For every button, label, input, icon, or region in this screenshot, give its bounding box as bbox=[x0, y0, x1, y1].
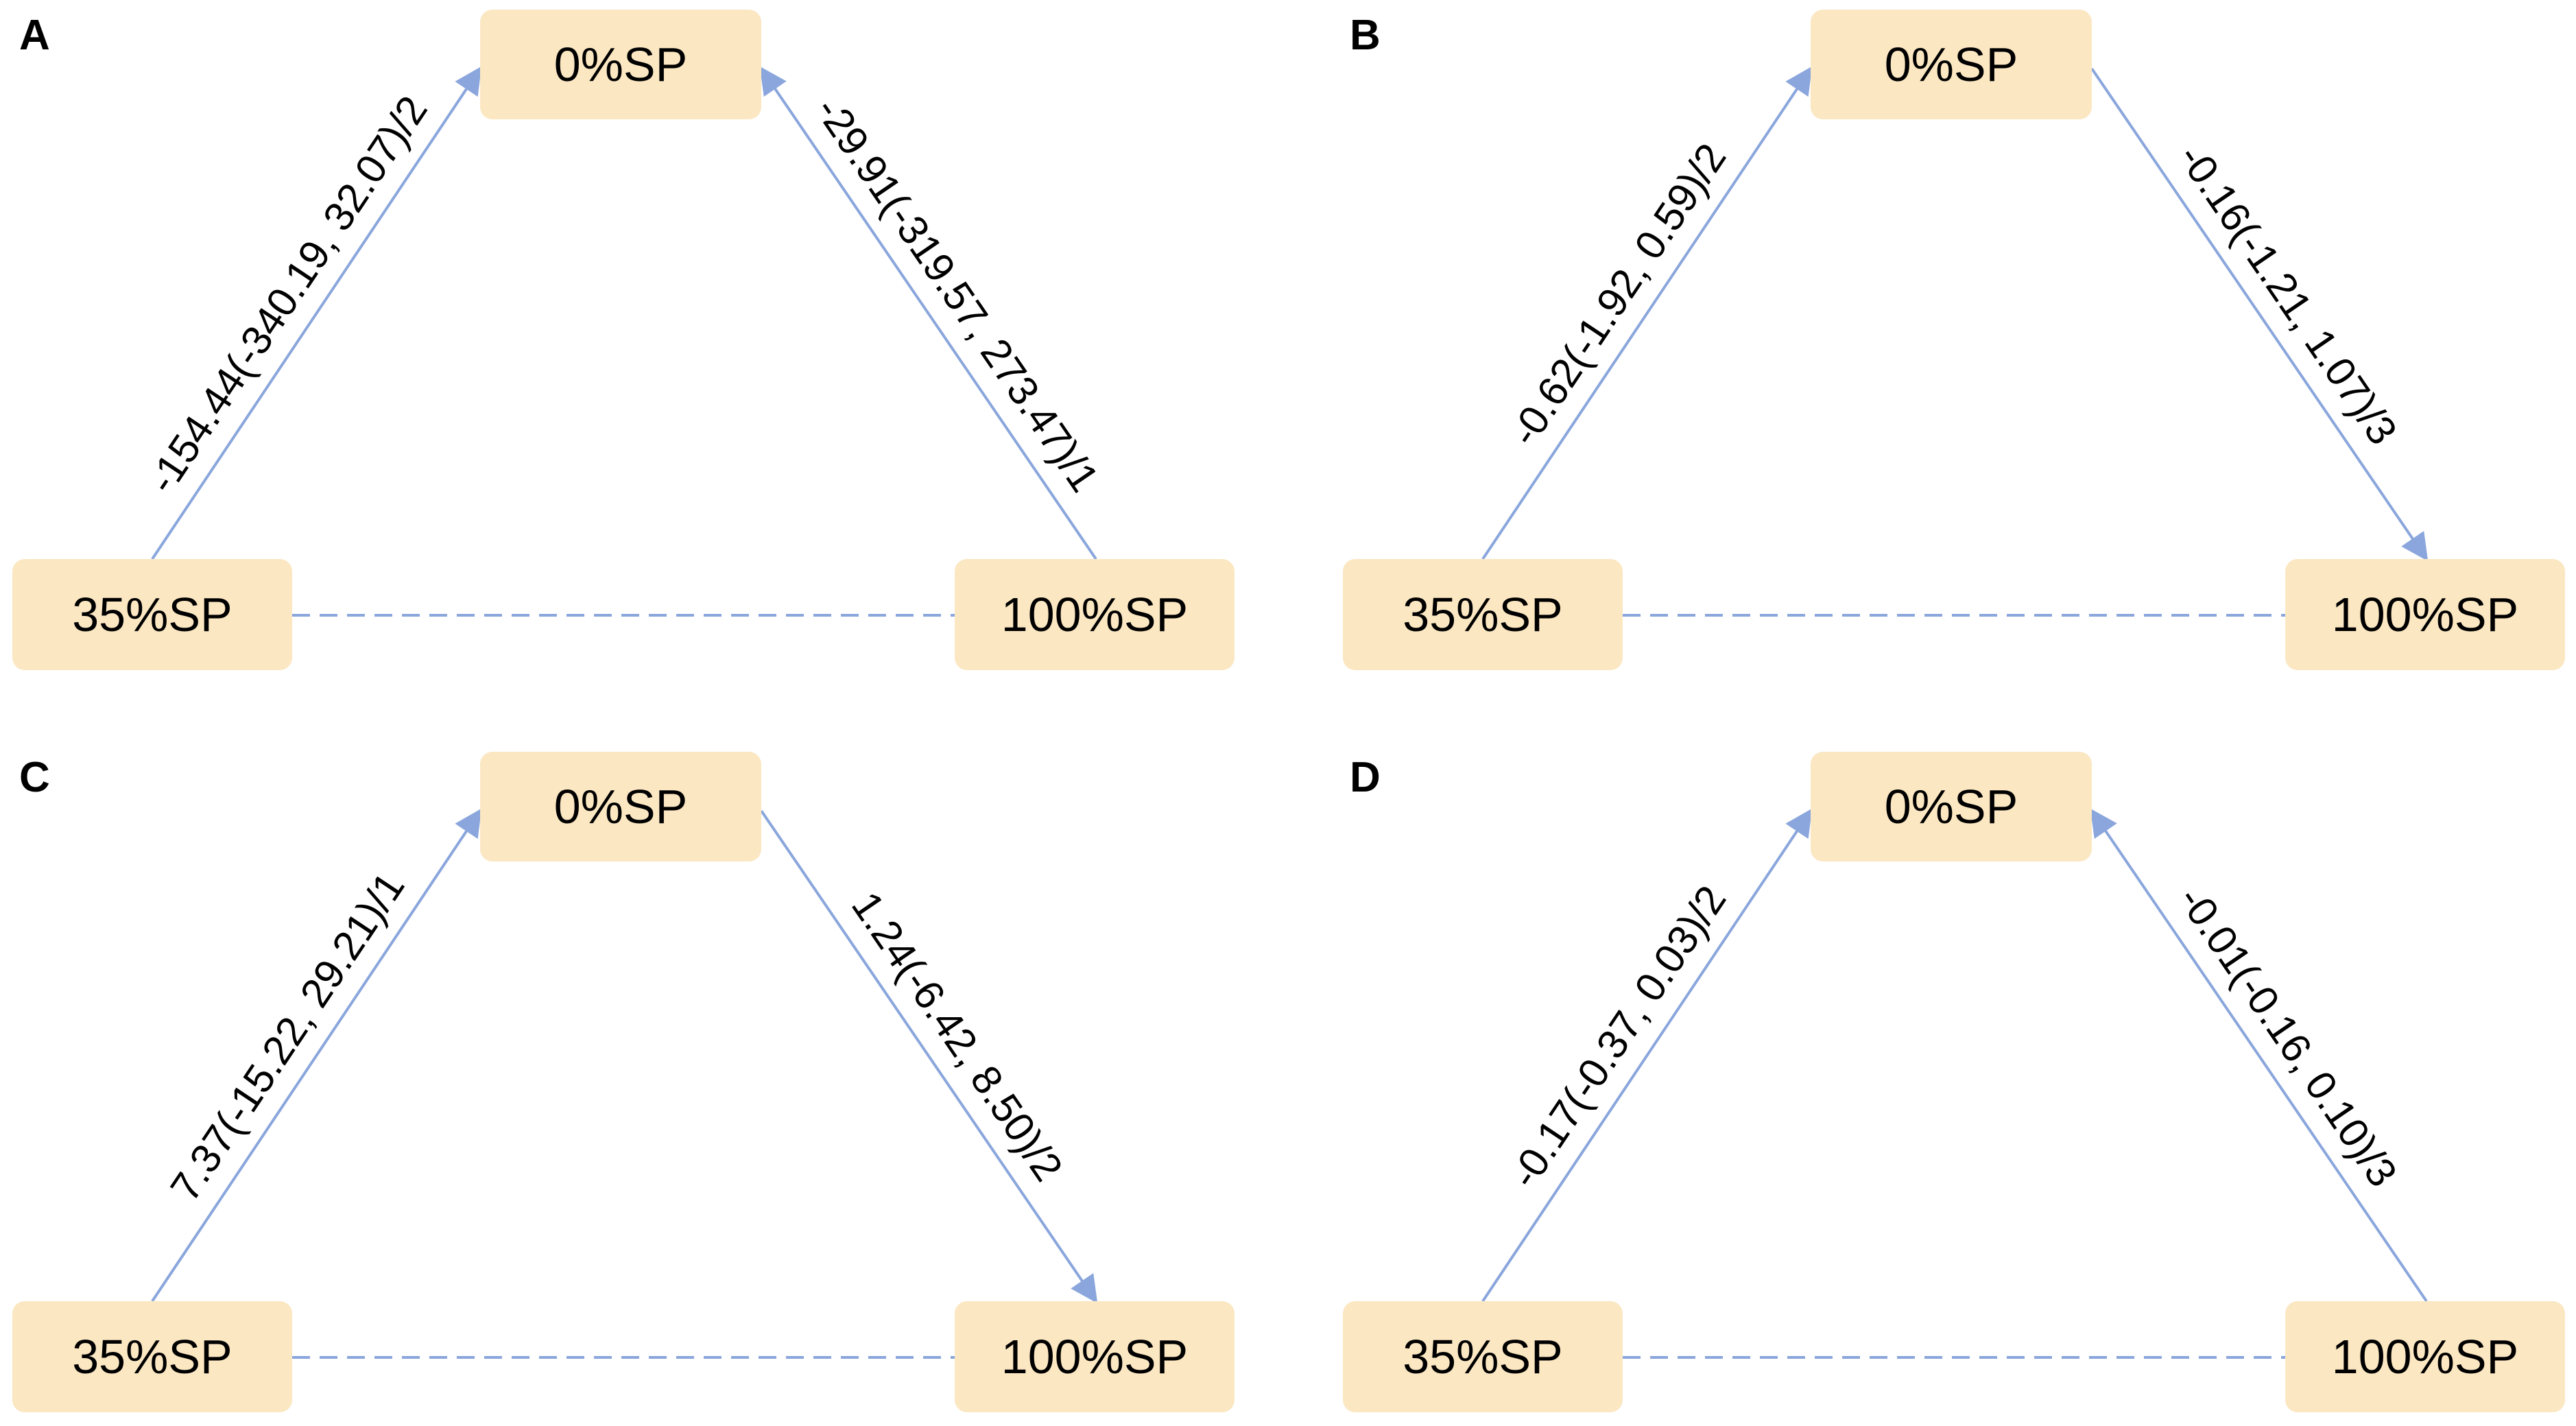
edge-label-right: -29.91(-319.57, 273.47)/1 bbox=[807, 88, 1108, 500]
node-box-right bbox=[2285, 559, 2565, 670]
panel-a: A -154.44(-340.19, 32.07)/2 -29.91(-319.57… bbox=[12, 10, 1235, 670]
panel-letter: C bbox=[19, 754, 50, 801]
node-box-top bbox=[480, 752, 761, 861]
node-label-right: 100%SP bbox=[1001, 1330, 1188, 1383]
arrow-100-to-0 bbox=[759, 66, 1097, 560]
arrow-35-to-0 bbox=[151, 66, 482, 560]
edge-label-left: -154.44(-340.19, 32.07)/2 bbox=[139, 88, 436, 501]
node-label-top: 0%SP bbox=[554, 780, 688, 833]
edge-label-right: -0.01(-0.16, 0.10)/3 bbox=[2169, 878, 2406, 1195]
node-box-top bbox=[1811, 752, 2092, 861]
node-label-top: 0%SP bbox=[554, 38, 688, 91]
panel-letter: D bbox=[1350, 754, 1381, 801]
edge-label-right: 1.24(-6.42, 8.50)/2 bbox=[843, 883, 1072, 1189]
arrow-100-to-0 bbox=[2090, 808, 2428, 1303]
node-label-left: 35%SP bbox=[72, 588, 232, 641]
node-label-right: 100%SP bbox=[2332, 588, 2518, 641]
panel-letter: A bbox=[19, 12, 50, 59]
node-box-left bbox=[1343, 1301, 1623, 1412]
node-box-right bbox=[955, 559, 1235, 670]
edge-label-left: -0.17(-0.37, 0.03)/2 bbox=[1501, 877, 1734, 1196]
node-label-left: 35%SP bbox=[72, 1330, 232, 1383]
node-box-top bbox=[1811, 10, 2092, 119]
node-box-right bbox=[2285, 1301, 2565, 1412]
panel-letter: B bbox=[1350, 12, 1381, 59]
panel-d: D -0.17(-0.37, 0.03)/2 -0.01(-0.16, 0.10)/… bbox=[1343, 752, 2565, 1412]
panel-c: C 7.37(-15.22, 29.21)/1 1.24(-6.42, 8.50)/… bbox=[12, 752, 1235, 1412]
node-label-left: 35%SP bbox=[1403, 1330, 1562, 1383]
node-box-top bbox=[480, 10, 761, 119]
node-label-top: 0%SP bbox=[1885, 38, 2018, 91]
node-label-left: 35%SP bbox=[1403, 588, 1562, 641]
node-box-left bbox=[12, 1301, 292, 1412]
node-label-right: 100%SP bbox=[1001, 588, 1188, 641]
node-label-right: 100%SP bbox=[2332, 1330, 2518, 1383]
arrow-35-to-0 bbox=[1481, 808, 1813, 1303]
node-label-top: 0%SP bbox=[1885, 780, 2018, 833]
arrow-35-to-0 bbox=[1481, 66, 1813, 560]
node-box-left bbox=[12, 559, 292, 670]
arrow-0-to-100 bbox=[760, 809, 1098, 1304]
node-box-left bbox=[1343, 559, 1623, 670]
arrow-35-to-0 bbox=[151, 808, 482, 1303]
edge-label-right: -0.16(-1.21, 1.07)/3 bbox=[2169, 136, 2406, 453]
edge-label-left: -0.62(-1.92, 0.59)/2 bbox=[1501, 135, 1734, 453]
panel-b: B -0.62(-1.92, 0.59)/2 -0.16(-1.21, 1.07)/… bbox=[1343, 10, 2565, 670]
node-box-right bbox=[955, 1301, 1235, 1412]
edge-label-left: 7.37(-15.22, 29.21)/1 bbox=[161, 864, 413, 1209]
arrow-0-to-100 bbox=[2090, 67, 2429, 562]
